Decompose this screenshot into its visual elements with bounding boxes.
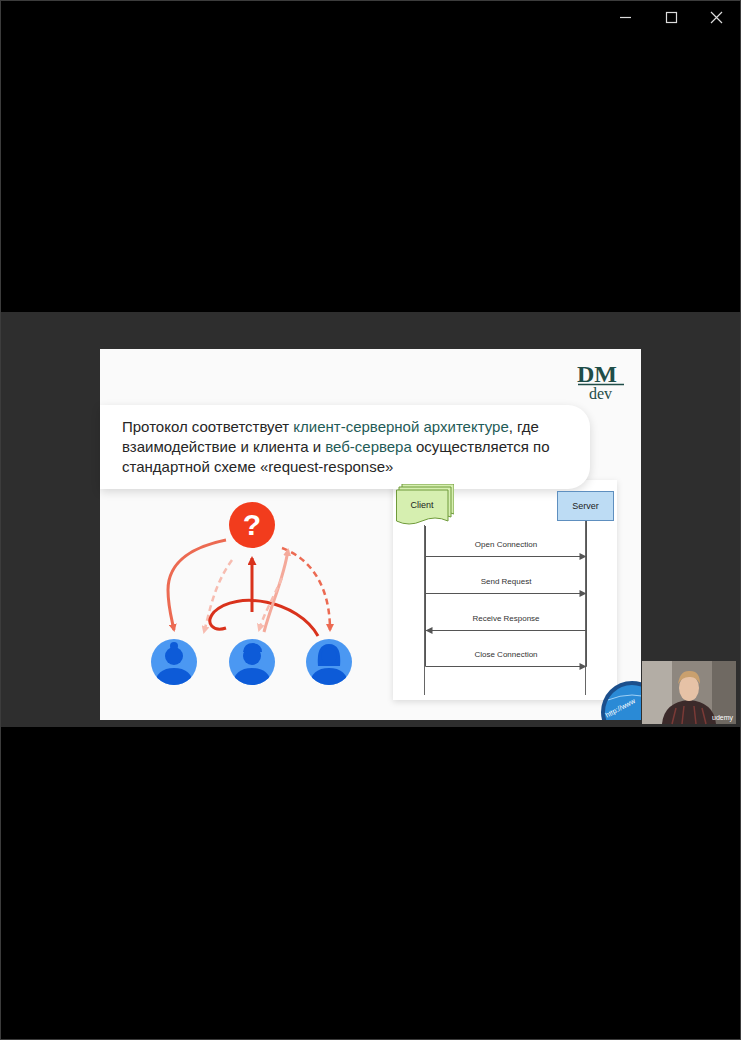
globe-face <box>605 685 641 720</box>
message-label: Close Connection <box>472 650 539 660</box>
text-holder: Client <box>410 500 433 511</box>
dashed-arrow <box>259 578 282 630</box>
window-controls <box>620 12 722 23</box>
node-text: Протокол соответствует <box>122 418 289 435</box>
person-silhouette <box>309 644 349 690</box>
presenter-body <box>662 700 716 724</box>
question-circle: ? <box>229 502 275 548</box>
logo-text: dev <box>589 386 612 402</box>
message-line <box>426 521 587 557</box>
heading-box: Протокол соответствует клиент-серверной … <box>100 405 590 489</box>
close-icon <box>711 12 722 23</box>
message-line <box>426 521 587 667</box>
globe-ring <box>601 681 641 720</box>
dashed-arrow <box>282 548 330 630</box>
minimize-icon <box>620 17 631 18</box>
lifelines <box>425 520 586 695</box>
slide <box>100 349 641 720</box>
message-label: Open Connection <box>473 540 539 550</box>
webcam-overlay <box>642 661 736 724</box>
watermark: udemy <box>712 714 733 722</box>
node-text: ? <box>243 508 261 541</box>
server-lifeline <box>585 520 586 695</box>
player-band <box>1 312 740 727</box>
message-label: Receive Response <box>470 614 541 624</box>
highlight-text: веб-сервера <box>325 438 412 455</box>
webcam-frame <box>642 661 736 724</box>
node-text: Server <box>572 501 599 511</box>
person-silhouette <box>154 642 194 690</box>
maximize-icon <box>667 13 677 23</box>
message-arrow <box>426 521 587 670</box>
server-box: Server <box>557 491 614 521</box>
message-arrow <box>426 521 587 634</box>
text-holder: Server <box>572 501 599 512</box>
person-silhouette <box>232 643 272 690</box>
message-arrow <box>426 521 587 560</box>
arrowhead <box>426 627 433 634</box>
logo-text: DM <box>577 362 617 386</box>
client-box: Client <box>396 484 454 526</box>
text-holder: Протокол соответствует клиент-серверной … <box>122 417 570 477</box>
message-arrow <box>426 521 587 597</box>
curved-arrow <box>251 558 254 612</box>
text-holder: ? <box>243 510 261 540</box>
client-lifeline <box>424 525 425 695</box>
globe-icon <box>601 681 641 720</box>
sequence-panel <box>393 480 617 700</box>
highlight-text: клиент-серверной архитектуре <box>293 418 508 435</box>
message-line <box>426 521 587 594</box>
message-label: Send Request <box>479 577 534 587</box>
curved-arrow <box>168 540 226 630</box>
globe-text: http://www <box>604 697 637 719</box>
person-icons <box>151 639 352 690</box>
node-text: Client <box>410 500 433 510</box>
arrowhead <box>580 590 587 597</box>
arrowhead <box>580 663 587 670</box>
message-line <box>426 521 587 631</box>
communication-illustration <box>168 540 330 636</box>
arrowhead <box>580 553 587 560</box>
